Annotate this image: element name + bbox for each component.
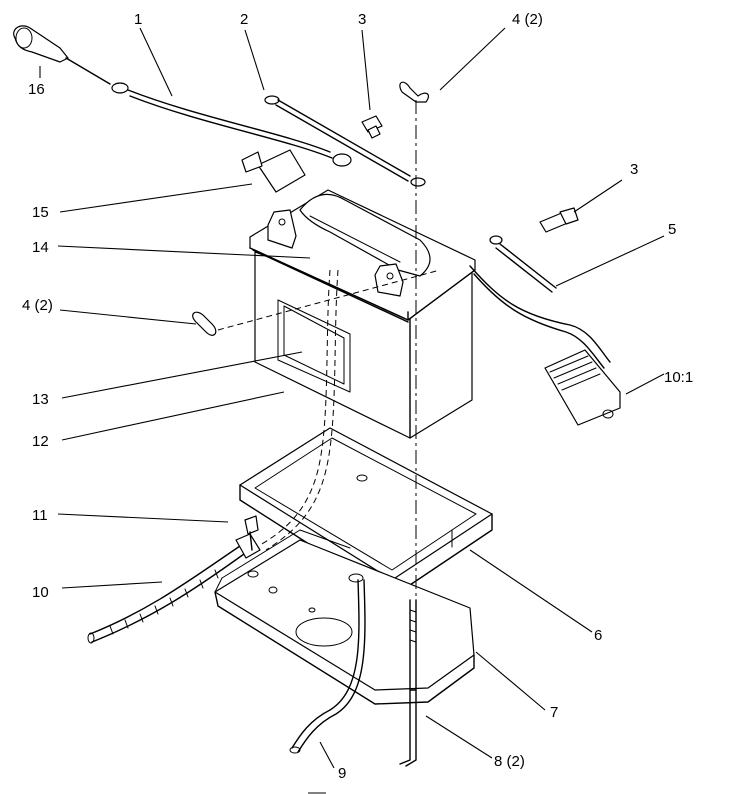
callout-4-left: 4 (2)	[22, 297, 53, 314]
vent-tube	[289, 579, 366, 754]
callout-10: 10	[32, 584, 49, 601]
callout-10-1: 10:1	[664, 369, 693, 386]
callout-1: 1	[134, 11, 142, 28]
terminal-bolts	[361, 115, 579, 233]
wing-nuts	[192, 81, 430, 336]
callout-8: 8 (2)	[494, 753, 525, 770]
callout-9: 9	[338, 765, 346, 782]
callout-12: 12	[32, 433, 49, 450]
callout-13: 13	[32, 391, 49, 408]
positive-lead	[469, 235, 621, 426]
callout-14: 14	[32, 239, 49, 256]
negative-cable	[87, 515, 261, 644]
callout-7: 7	[550, 704, 558, 721]
callout-11: 11	[32, 507, 48, 524]
callout-labels: 1 2 3 4 (2) 16 3 15 14 5 4 (2) 10:1 13 1…	[22, 11, 693, 782]
hold-down-rods	[399, 599, 417, 767]
callout-15: 15	[32, 204, 49, 221]
callout-3-top: 3	[358, 11, 366, 28]
callout-16: 16	[28, 81, 45, 98]
assembly-lines	[217, 100, 441, 600]
callout-3-right: 3	[630, 161, 638, 178]
callout-6: 6	[594, 627, 602, 644]
ground-strap	[264, 95, 426, 187]
callout-5: 5	[668, 221, 676, 238]
terminal-boot	[241, 149, 306, 193]
battery	[249, 189, 476, 439]
positive-cable	[13, 25, 352, 167]
mounting-plate	[214, 529, 475, 705]
callout-2: 2	[240, 11, 248, 28]
leader-lines	[39, 27, 665, 769]
callout-4-top: 4 (2)	[512, 11, 543, 28]
